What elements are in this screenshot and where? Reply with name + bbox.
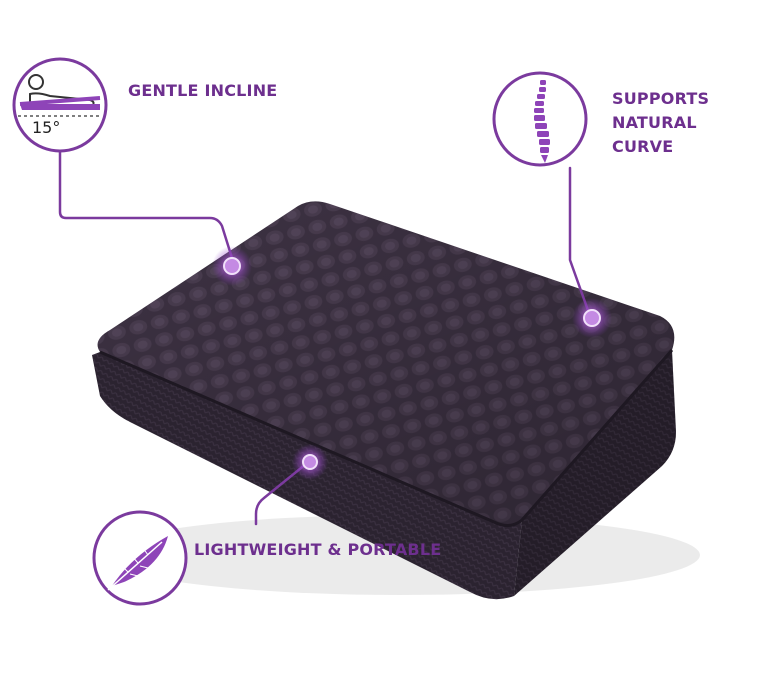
curve-label-line-1: SUPPORTS <box>612 89 710 108</box>
marker-curve <box>572 298 612 338</box>
cushion-right-side <box>514 350 676 596</box>
reclining-person-icon <box>12 57 108 153</box>
incline-degree-label: 15° <box>32 118 61 137</box>
connector-incline <box>58 148 234 260</box>
cushion-piping <box>99 349 674 527</box>
supports-natural-curve-label: SUPPORTS NATURAL CURVE <box>612 87 760 159</box>
connector-light <box>254 462 308 526</box>
lightweight-portable-label: LIGHTWEIGHT & PORTABLE <box>194 540 442 559</box>
gentle-incline-label: GENTLE INCLINE <box>128 81 278 100</box>
feather-icon <box>92 510 188 606</box>
curve-label-line-2: NATURAL CURVE <box>612 113 697 156</box>
connector-curve <box>568 166 592 318</box>
marker-incline <box>212 246 252 286</box>
spine-icon <box>492 71 588 167</box>
marker-light <box>292 444 328 480</box>
